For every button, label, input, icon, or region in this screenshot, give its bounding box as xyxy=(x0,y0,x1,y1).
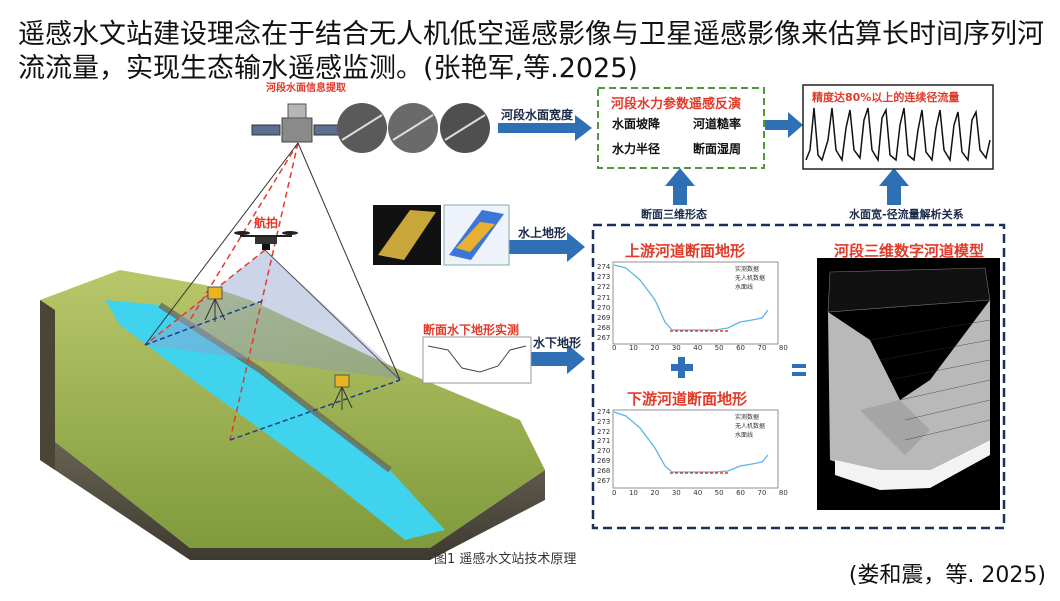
satellite-icon xyxy=(251,103,343,143)
downstream-section-chart xyxy=(612,409,779,489)
upstream-panel-title: 上游河道断面地形 xyxy=(625,242,746,260)
flow-arrows xyxy=(498,112,909,374)
river-3d-model xyxy=(817,258,1000,510)
params-box-title: 河段水力参数遥感反演 xyxy=(611,97,742,112)
upstream-section-chart xyxy=(612,261,779,345)
label-width-flow: 水面宽-径流量解析关系 xyxy=(849,208,964,221)
label-aerial: 航拍 xyxy=(254,216,279,230)
river-channel xyxy=(105,300,445,540)
legend-measured-2: 实测数据 xyxy=(735,414,760,421)
flow-series-line xyxy=(805,107,991,163)
plus-sign xyxy=(671,357,693,378)
flow-box-border xyxy=(802,84,994,170)
flow-box-title: 精度达80%以上的连续径流量 xyxy=(812,91,960,104)
label-river-width: 河段水面宽度 xyxy=(501,108,574,122)
upstream-x-ticks: 0 10 20 30 40 50 60 70 80 xyxy=(612,344,788,352)
model-panel-title: 河段三维数字河道模型 xyxy=(834,242,985,260)
legend-waterline-2: 水面线 xyxy=(735,432,754,439)
label-section-3d: 断面三维形态 xyxy=(641,208,707,221)
label-above-water: 水上地形 xyxy=(518,226,567,240)
legend-upstream: 实测数据 无人机数据 水面线 xyxy=(735,264,765,291)
label-below-water: 水下地形 xyxy=(533,336,582,350)
params-box-border xyxy=(597,87,765,169)
param-roughness: 河道糙率 xyxy=(693,117,742,131)
param-wetted-perimeter: 断面湿周 xyxy=(693,142,742,156)
equals-sign xyxy=(792,364,806,376)
legend-downstream: 实测数据 无人机数据 水面线 xyxy=(735,412,765,439)
survey-instrument-icon-2 xyxy=(331,374,353,410)
drone-icon xyxy=(234,231,298,250)
legend-waterline: 水面线 xyxy=(735,284,754,291)
legend-drone-2: 无人机数据 xyxy=(735,423,766,430)
bottom-citation: (娄和震，等. 2025) xyxy=(848,563,1046,588)
label-underwater-survey: 断面水下地形实测 xyxy=(423,323,520,337)
figure-title: 图1 遥感水文站技术原理 xyxy=(434,552,577,567)
param-hydraulic-radius: 水力半径 xyxy=(612,142,661,156)
legend-drone: 无人机数据 xyxy=(735,275,766,282)
underwater-thumb xyxy=(422,336,532,384)
downstream-panel-title: 下游河道断面地形 xyxy=(627,390,748,408)
survey-instrument-icon xyxy=(204,286,226,322)
downstream-x-ticks: 0 10 20 30 40 50 60 70 80 xyxy=(612,489,788,497)
param-water-slope: 水面坡降 xyxy=(612,117,661,131)
downstream-y-ticks: 274 273 272 271 270 269 268 267 xyxy=(597,408,611,485)
terrain-box-border xyxy=(591,223,1006,530)
upstream-y-ticks: 274 273 272 271 270 269 268 267 xyxy=(597,263,611,343)
drone-cone xyxy=(145,250,405,380)
legend-measured: 实测数据 xyxy=(735,266,760,273)
label-satellite-extract: 河段水面信息提取 xyxy=(266,83,346,94)
caption-text: 遥感水文站建设理念在于结合无人机低空遥感影像与卫星遥感影像来估算长时间序列河流流… xyxy=(18,19,1044,84)
satellite-thumbnails xyxy=(337,103,490,153)
